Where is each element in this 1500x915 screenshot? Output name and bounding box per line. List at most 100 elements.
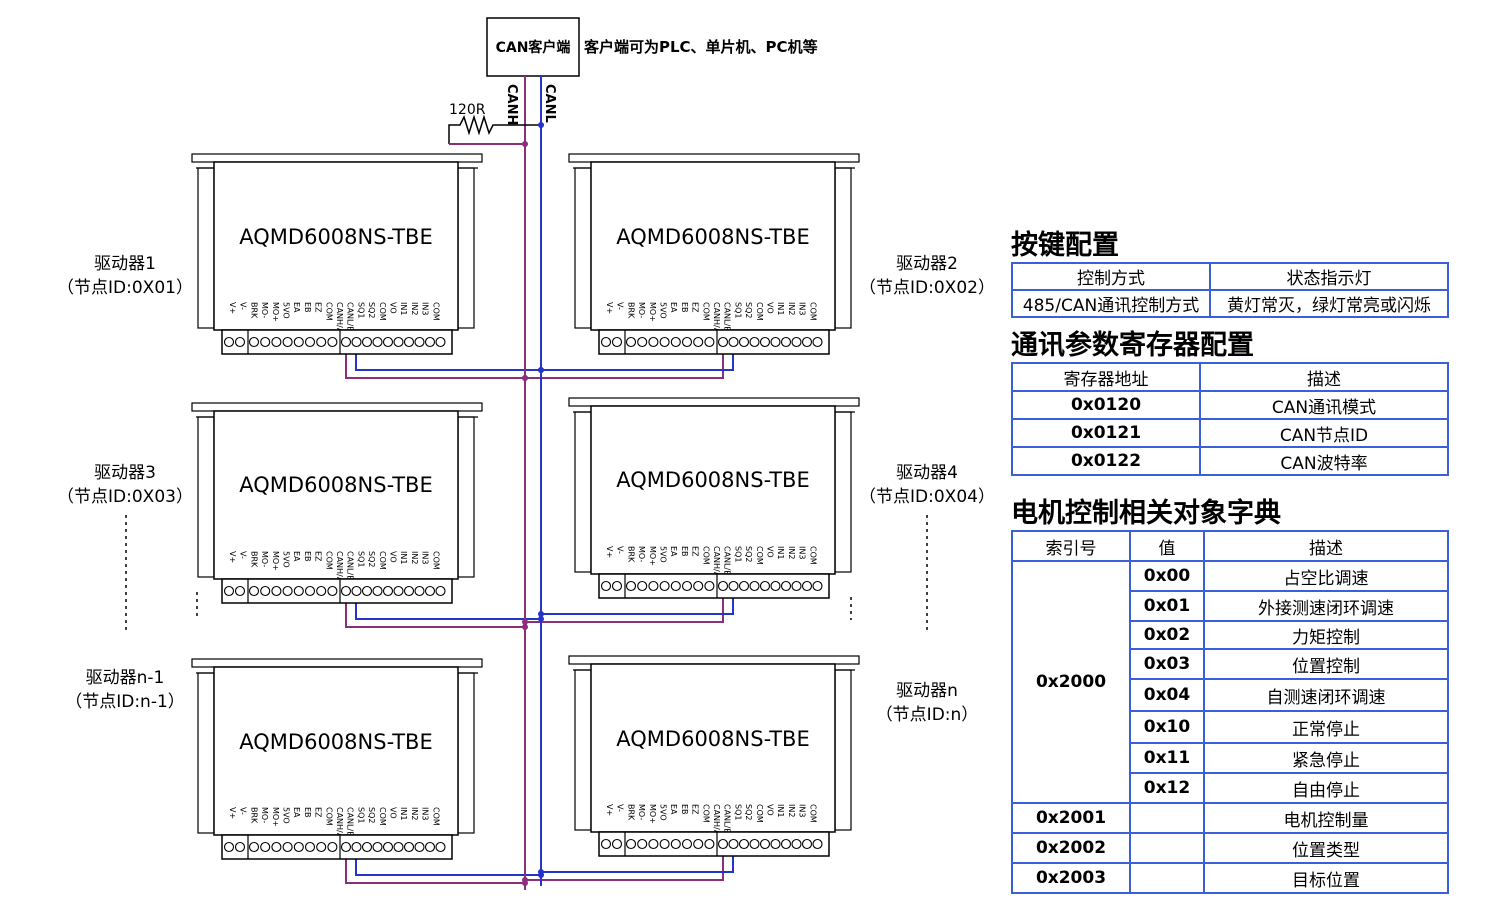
pin-label: CANL/B	[723, 546, 732, 576]
pin-label: COM	[808, 302, 817, 321]
table-cell: 力矩控制	[1203, 620, 1449, 650]
pin-label: CANH/A	[335, 807, 344, 839]
drive-name: 驱动器n-1	[85, 668, 165, 688]
terminal-screw	[403, 585, 415, 597]
terminal-screw	[361, 336, 373, 348]
drive-model-label: AQMD6008NS-TBE	[239, 473, 432, 497]
drive-model-label: AQMD6008NS-TBE	[239, 730, 432, 754]
pin-label: SQ2	[744, 804, 753, 820]
table-header: 状态指示灯	[1209, 262, 1449, 291]
pin-label: 5VO	[659, 546, 668, 563]
terminal-screw	[693, 336, 704, 348]
pin-label: MO-	[637, 302, 646, 318]
pin-label: COM	[378, 302, 387, 321]
pin-label: EB	[303, 302, 312, 313]
terminal-screw	[393, 585, 404, 597]
pin-label: BRK	[626, 804, 635, 821]
pin-label: COM	[324, 807, 333, 826]
terminal-screw	[812, 336, 823, 348]
pin-label: EB	[680, 546, 689, 557]
terminal-screw	[293, 841, 304, 853]
pin-label: COM	[378, 807, 387, 826]
terminal-screw	[372, 336, 383, 348]
pin-label: V+	[605, 546, 614, 558]
pin-label: COM	[808, 546, 817, 565]
table-cell	[1129, 862, 1205, 894]
drive-body	[590, 161, 836, 331]
pin-label: EA	[669, 804, 678, 815]
terminal-screw	[248, 336, 260, 348]
table-cell: 0x2001	[1011, 802, 1131, 834]
key-config-table: 控制方式 状态指示灯 485/CAN通讯控制方式 黄灯常灭，绿灯常亮或闪烁	[1011, 262, 1449, 318]
terminal-screw	[316, 585, 327, 597]
pin-label: EZ	[314, 807, 323, 818]
terminal-screw	[659, 336, 670, 348]
terminal-screw	[327, 841, 338, 853]
table-cell: 自测速闭环调速	[1203, 678, 1449, 712]
pin-label: EA	[292, 302, 301, 313]
pin-label: MO+	[271, 551, 280, 571]
pin-label: IN1	[399, 551, 408, 564]
terminal-screw	[223, 841, 235, 853]
drive-node-id: （节点ID:n）	[875, 705, 979, 725]
terminal-screw	[600, 336, 612, 348]
terminal-screw	[625, 838, 637, 850]
table-cell: 紧急停止	[1203, 742, 1449, 774]
terminal-screw	[670, 580, 681, 592]
junction-dot	[538, 122, 544, 128]
pin-label: CANL/B	[346, 551, 355, 581]
terminal-screw	[351, 585, 362, 597]
terminal-screw	[282, 585, 293, 597]
drive-name: 驱动器4	[896, 463, 958, 483]
comm-config-title: 通讯参数寄存器配置	[1011, 330, 1254, 361]
drive-3-label: 驱动器3 （节点ID:0X03）	[55, 461, 195, 509]
table-cell: 0x10	[1129, 710, 1205, 744]
canh-label: CANH	[504, 84, 519, 125]
comm-config-table: 寄存器地址 描述 0x0120 CAN通讯模式 0x0121 CAN节点ID 0…	[1011, 362, 1449, 476]
terminal-screw	[791, 838, 802, 850]
pin-label: CANH/A	[712, 302, 721, 334]
pin-label: V+	[605, 804, 614, 816]
table-cell: 0x0122	[1011, 446, 1201, 476]
drive-name: 驱动器3	[94, 463, 156, 483]
pin-label: COM	[755, 804, 764, 823]
pin-label: IN2	[787, 804, 796, 817]
drive-body	[213, 410, 459, 580]
table-cell: 0x11	[1129, 742, 1205, 774]
pin-label: V-	[616, 546, 625, 554]
terminal-screw	[659, 580, 670, 592]
terminal-screw	[361, 841, 373, 853]
pin-label: IN1	[776, 804, 785, 817]
table-cell: 0x00	[1129, 560, 1205, 592]
drive-model-label: AQMD6008NS-TBE	[616, 727, 809, 751]
motor-dict-title: 电机控制相关对象字典	[1011, 498, 1281, 529]
drive-node-id: （节点ID:0X04）	[859, 487, 995, 507]
pin-label: VO	[389, 807, 398, 819]
terminal-screw	[435, 841, 446, 853]
terminal-screw	[648, 336, 659, 348]
pin-label: IN3	[798, 302, 807, 315]
pin-label: V-	[239, 302, 248, 310]
terminal-screw	[780, 838, 792, 850]
terminal-screw	[749, 580, 760, 592]
pin-label: MO-	[260, 807, 269, 823]
terminal-screw	[759, 838, 771, 850]
terminal-screw	[749, 838, 760, 850]
pin-label: EA	[669, 302, 678, 313]
terminal-screw	[791, 336, 802, 348]
terminal-screw	[812, 580, 823, 592]
drive-1-label: 驱动器1 （节点ID:0X01）	[55, 252, 195, 300]
pin-label: IN1	[399, 807, 408, 820]
can-client-label: CAN客户端	[496, 39, 571, 56]
terminal-screw	[223, 585, 235, 597]
terminal-screw	[637, 838, 648, 850]
pin-label: COM	[431, 551, 440, 570]
pin-label: V+	[228, 807, 237, 819]
terminal-screw	[738, 336, 750, 348]
pin-label: V-	[239, 551, 248, 559]
terminal-screw	[693, 580, 704, 592]
terminal-screw	[600, 838, 612, 850]
pin-label: COM	[701, 546, 710, 565]
pin-label: MO-	[637, 804, 646, 820]
table-header: 值	[1129, 530, 1205, 562]
